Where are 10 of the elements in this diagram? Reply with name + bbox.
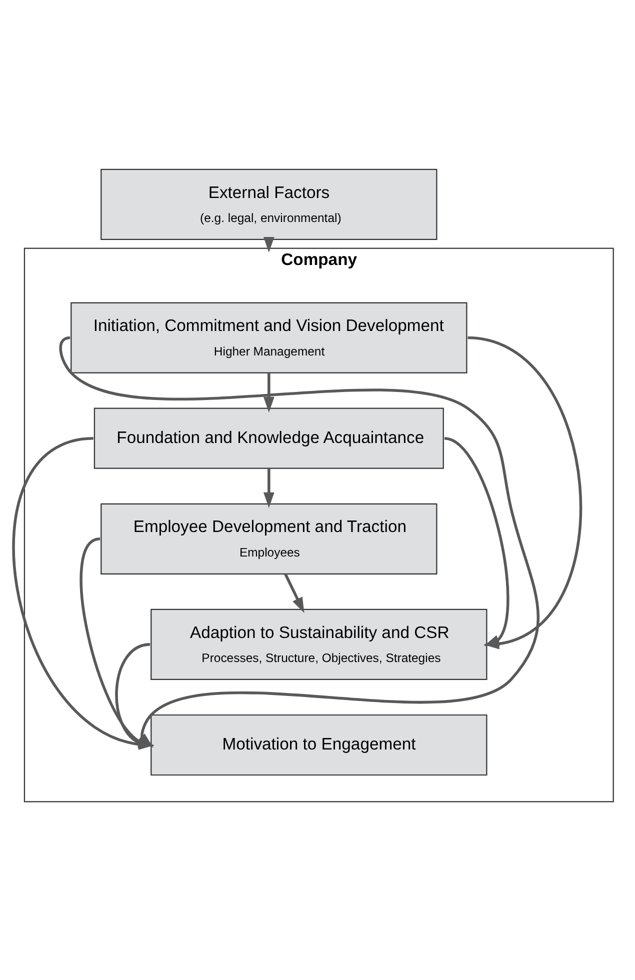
arrow	[263, 373, 274, 412]
arrow	[263, 468, 274, 508]
arrow	[284, 574, 304, 614]
node-box: Employee Development and Traction Employees	[100, 503, 438, 574]
node-box: Adaption to Sustainability and CSR Processes, Structure, Objectives, Strategies	[150, 608, 488, 680]
arrow	[444, 437, 510, 646]
node-box: Initiation, Commitment and Vision Development Higher Management	[70, 302, 468, 374]
node-box: Motivation to Engagement	[150, 714, 488, 776]
node-box: Foundation and Knowledge Acquaintance	[94, 408, 444, 469]
arrow	[263, 236, 274, 253]
